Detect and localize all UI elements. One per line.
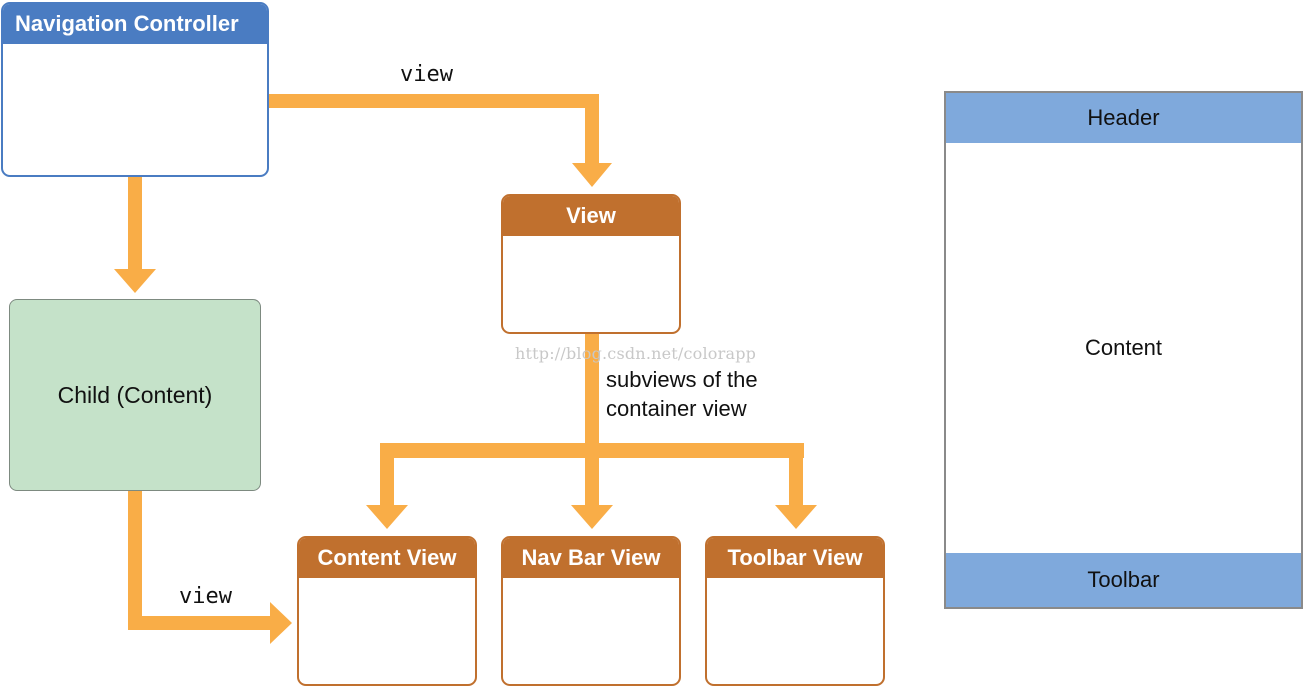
subviews-label-line1: subviews of the xyxy=(606,367,758,392)
screen-header: Header xyxy=(946,93,1301,143)
arrow-to-toolbar-view xyxy=(775,444,817,529)
arrow-nav-to-view xyxy=(269,94,612,187)
screen-toolbar-label: Toolbar xyxy=(1087,567,1160,592)
nav-bar-view-title: Nav Bar View xyxy=(503,538,679,578)
subviews-label: subviews of the container view xyxy=(606,365,758,423)
view-title: View xyxy=(503,196,679,236)
arrow-child-to-content-view xyxy=(128,491,292,644)
screen-content: Content xyxy=(946,143,1301,553)
toolbar-view-title: Toolbar View xyxy=(707,538,883,578)
navigation-controller-title: Navigation Controller xyxy=(3,4,267,44)
arrow-to-nav-bar-view xyxy=(571,444,613,529)
toolbar-view-box: Toolbar View xyxy=(705,536,885,686)
screen-mockup: Header Content Toolbar xyxy=(944,91,1303,609)
screen-header-label: Header xyxy=(1087,105,1160,130)
screen-toolbar: Toolbar xyxy=(946,553,1301,607)
view-box: View xyxy=(501,194,681,334)
child-content-label: Child (Content) xyxy=(57,381,213,408)
navigation-controller-box: Navigation Controller xyxy=(1,2,269,177)
nav-bar-view-box: Nav Bar View xyxy=(501,536,681,686)
arrow-view-stem xyxy=(585,334,599,444)
child-content-box: Child (Content) xyxy=(9,299,261,491)
top-view-label: view xyxy=(400,62,453,87)
screen-content-label: Content xyxy=(1084,335,1163,360)
content-view-box: Content View xyxy=(297,536,477,686)
arrow-to-content-view xyxy=(366,444,408,529)
subviews-label-line2: container view xyxy=(606,396,747,421)
watermark: http://blog.csdn.net/colorapp xyxy=(515,344,757,363)
bottom-view-label: view xyxy=(179,584,232,609)
arrow-nav-to-child xyxy=(114,177,156,293)
content-view-title: Content View xyxy=(299,538,475,578)
